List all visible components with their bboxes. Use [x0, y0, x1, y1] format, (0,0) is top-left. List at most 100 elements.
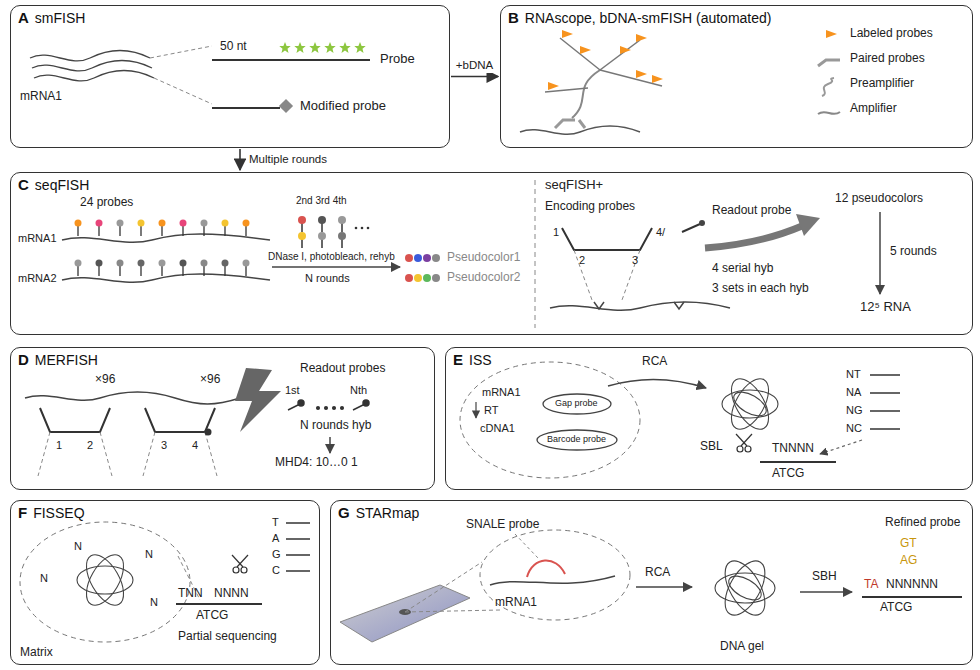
labeled-probe-flag: [636, 34, 647, 44]
annotation-label: RT: [484, 404, 498, 417]
sequencing-probe: [286, 522, 310, 524]
fluorophore-star: [294, 42, 305, 53]
sequencing-probe: [286, 570, 310, 572]
zoom-line: [405, 562, 500, 612]
rca-product: [717, 555, 773, 622]
probe: [96, 260, 103, 267]
fluorophore-star: [354, 42, 365, 53]
labeled-probe-flag: [636, 70, 647, 80]
probe: [75, 260, 82, 267]
zoom-ellipse: [460, 362, 640, 478]
mrna-strand: [34, 71, 154, 81]
annotation-label: RCA: [645, 566, 670, 580]
round-probe: [318, 216, 326, 224]
panel-heading: DMERFISH: [11, 348, 105, 371]
round-arrow: [879, 212, 881, 294]
mrna-strand: [25, 392, 240, 404]
probe: [203, 266, 204, 276]
annotation-label: Encoding probes: [545, 200, 635, 214]
annotation-label: DNase I, photobleach, rehyb: [268, 251, 395, 263]
annotation-label: 4: [192, 439, 198, 452]
annotation-label: mRNA1: [20, 90, 62, 104]
zoom-line: [150, 46, 212, 104]
panel-title: smFISH: [35, 10, 86, 26]
probe-line: [212, 107, 280, 109]
rca-product: [715, 555, 775, 622]
probe: [140, 226, 141, 236]
probe: [203, 226, 204, 236]
readout-probe: [298, 400, 304, 406]
preamplifier: [572, 70, 600, 118]
annotation-label: N: [40, 572, 48, 585]
mrna-strand: [490, 576, 615, 585]
annotation-label: mRNA1: [495, 596, 537, 610]
legend-entry: Preamplifier: [850, 77, 914, 91]
panel-heading: E ISS: [446, 348, 499, 371]
panel-heading: CseqFISH: [11, 173, 96, 196]
round-arrow: [329, 437, 331, 453]
annotation-label: TNN: [178, 587, 203, 601]
probe: [245, 266, 246, 276]
annotation-label: TNNNN: [772, 442, 814, 456]
pseudocolor-dot: [405, 254, 413, 262]
annotation-label: mRNA1: [18, 232, 57, 245]
round-probe: [338, 232, 346, 240]
hyb-arrow: [705, 226, 802, 248]
legend-entry: Paired probes: [850, 52, 925, 66]
scissors: [232, 555, 248, 573]
rca-product: [717, 555, 773, 622]
legend-icon: [818, 30, 840, 114]
pseudocolor-dot: [423, 274, 431, 282]
mrna-strand: [520, 126, 640, 134]
rca-product: [77, 549, 133, 611]
panel-letter: D: [18, 351, 29, 368]
annotation-label: ATCG: [772, 467, 804, 481]
mrna-strand: [62, 274, 270, 282]
sequencing-probe: [870, 392, 900, 394]
pseudocolor-dot: [432, 254, 440, 262]
probe: [119, 226, 120, 236]
probe: [180, 220, 187, 227]
annotation-label: SBL: [700, 440, 723, 454]
sequencing-strand: [760, 461, 836, 463]
amplifier: [545, 38, 662, 92]
pseudocolor-dot: [432, 274, 440, 282]
zoom-line: [100, 432, 112, 476]
rca-arrow: [608, 379, 706, 388]
hyb-arrow: [705, 214, 820, 248]
panel-letter: E: [453, 351, 463, 368]
annotation-label: Modified probe: [300, 99, 386, 114]
readout-probe: [333, 407, 336, 410]
annotation-label: Matrix: [20, 646, 53, 660]
hyb-arrow: [796, 214, 820, 236]
rca-product: [722, 373, 778, 435]
probe: [117, 220, 124, 227]
annotation-label: Readout probe: [712, 204, 791, 218]
probe: [159, 220, 166, 227]
probe: [182, 226, 183, 236]
encoding-probe: [562, 228, 652, 250]
annotation-label: N: [145, 548, 153, 561]
annotation-label: RCA: [642, 355, 667, 369]
readout-probe: [341, 407, 344, 410]
probe: [138, 260, 145, 267]
modified-label: [279, 99, 293, 113]
readout-probe: [363, 400, 369, 406]
panel-heading: BRNAscope, bDNA-smFISH (automated): [501, 6, 778, 29]
probe: [201, 220, 208, 227]
legend-entry: Labeled probes: [850, 27, 933, 41]
annotation-label: A: [272, 532, 279, 545]
annotation-label: 3: [632, 254, 638, 267]
legend-icon: [822, 78, 834, 96]
annotation-label: 12 pseudocolors: [835, 192, 923, 206]
panel-letter: G: [338, 504, 350, 521]
annotation-label: N: [150, 596, 158, 609]
rca-product: [79, 549, 131, 611]
annotation-label: 4/: [656, 226, 665, 239]
sequencing-probe: [286, 554, 310, 556]
zoom-line: [38, 432, 217, 476]
round-probe: [361, 227, 364, 230]
readout-dot: [205, 429, 212, 436]
panel-title: ISS: [469, 352, 492, 368]
annotation-label: 2nd 3rd 4th: [296, 195, 347, 207]
